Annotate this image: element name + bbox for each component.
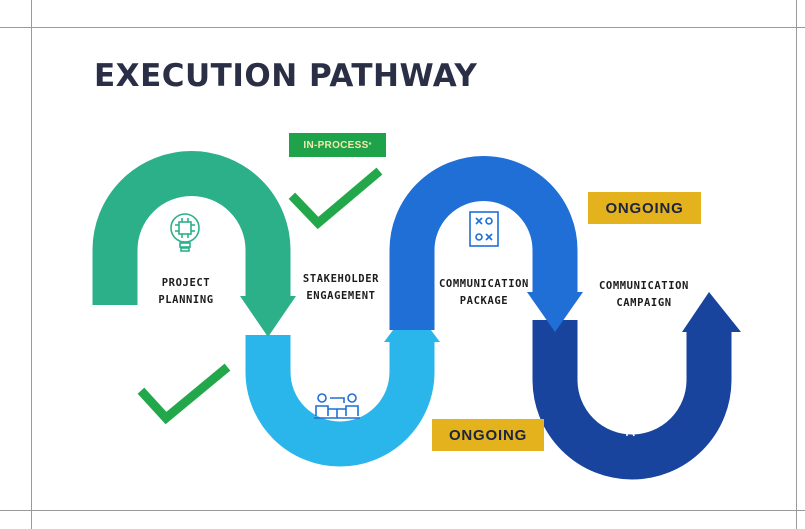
stage-description-line: Obtain buy-in to	[304, 321, 376, 332]
stage-description-line: amplify project	[307, 336, 373, 348]
stage-title-line: CAMPAIGN	[616, 297, 672, 309]
stage-description-line: extensive outreach	[591, 360, 675, 371]
stage-description-line: Mapping, meetings	[142, 339, 228, 351]
stage-description-line: Customised to	[452, 334, 516, 345]
strategy-board-icon	[469, 211, 499, 247]
presenter-icon	[626, 400, 657, 437]
lightbulb-chip-icon	[170, 213, 200, 252]
checkmark-icon	[137, 363, 231, 425]
pathway-segment-planning	[92, 151, 291, 305]
stage-title-package: COMMUNICATION PACKAGE	[428, 276, 540, 310]
stage-description-line: local requirements;	[441, 349, 527, 361]
stage-description-line: state requirement;	[592, 344, 674, 356]
status-badge-label: IN-PROCESS	[303, 139, 369, 151]
stage-description-line: outreach and	[310, 352, 370, 363]
stage-title-stakeholder: STAKEHOLDER ENGAGEMENT	[286, 271, 396, 305]
stage-description-line: over 2 months	[601, 375, 665, 387]
page-border-top	[0, 27, 805, 28]
status-badge-footnote-mark: *	[368, 141, 372, 149]
stage-title-line: ENGAGEMENT	[306, 290, 376, 302]
pathway-segment-package	[389, 156, 578, 330]
stage-description-line: and key messages	[442, 380, 526, 392]
stage-title-line: PLANNING	[158, 294, 214, 306]
pathway-arrow-planning	[240, 296, 296, 337]
stage-title-line: PACKAGE	[459, 295, 509, 307]
status-badge-in-process: IN-PROCESS*	[289, 133, 386, 157]
stage-title-line: COMMUNICATION	[599, 280, 689, 292]
page-border-bottom	[0, 510, 805, 511]
stage-description-line: target audience	[449, 365, 519, 376]
page-title: EXECUTION PATHWAY	[94, 58, 478, 94]
pathway-segment-campaign	[532, 320, 732, 480]
stage-description-planning: Project Design, Mapping, meetings	[125, 322, 245, 353]
stage-description-campaign: Tailored to each state requirement; exte…	[576, 327, 690, 389]
stage-description-stakeholder: Obtain buy-in to amplify project outreac…	[284, 319, 396, 381]
stage-description-line: Tailored to each	[597, 329, 669, 340]
pathway-segment-stakeholder	[245, 335, 435, 467]
stage-description-line: Project Design,	[151, 324, 219, 335]
page-border-right	[796, 0, 797, 529]
stage-title-line: STAKEHOLDER	[302, 273, 380, 285]
pathway-arrow-package	[527, 292, 583, 332]
meeting-people-icon	[314, 393, 360, 419]
stage-title-line: PROJECT	[161, 277, 211, 289]
stage-title-campaign: COMMUNICATION CAMPAIGN	[586, 278, 702, 312]
stage-title-planning: PROJECT PLANNING	[140, 275, 232, 309]
stage-description-line: impact	[325, 367, 355, 379]
checkmark-icon	[288, 167, 383, 230]
page-border-left	[31, 0, 32, 529]
stage-title-line: COMMUNICATION	[439, 278, 529, 290]
status-badge-ongoing-top: ONGOING	[588, 192, 701, 224]
status-badge-ongoing-bottom: ONGOING	[432, 419, 544, 451]
stage-description-package: Customised to local requirements; target…	[428, 332, 540, 394]
pathway-arrow-campaign	[682, 292, 741, 332]
